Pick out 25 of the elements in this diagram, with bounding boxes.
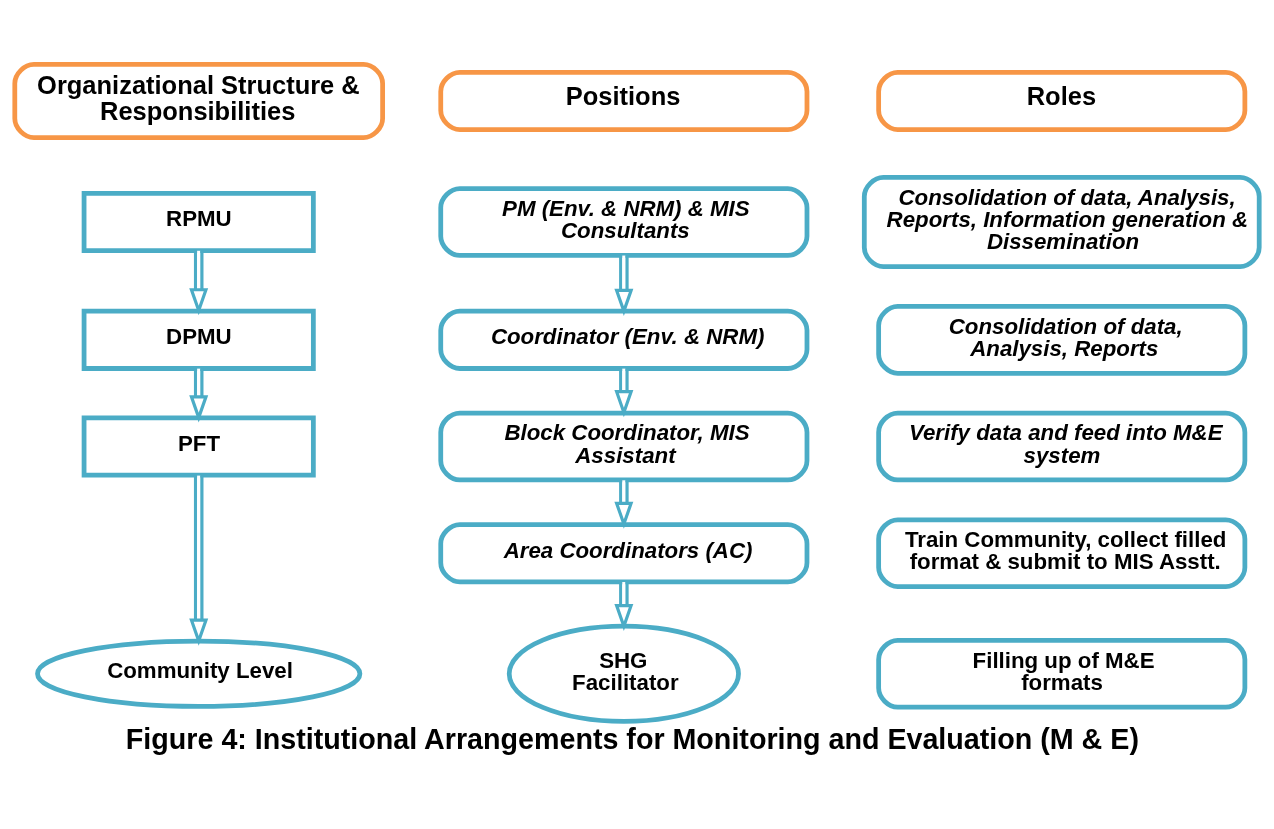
arrow [189, 368, 209, 422]
node-box: Block Coordinator, MIS Assistant [438, 410, 810, 482]
node-box: Organizational Structure & Responsibilities [12, 61, 385, 140]
node-box: Positions [438, 69, 810, 132]
node-ellipse: Community Level [35, 638, 363, 709]
node-box: Consolidation of data, Analysis, Reports, Information generation & Dissemination [861, 174, 1262, 269]
node-box: Train Community, collect filled format & submit to MIS Asstt. [876, 516, 1248, 589]
node-box: Coordinator (Env. & NRM) [438, 308, 810, 371]
arrow [614, 479, 634, 529]
arrow [189, 250, 209, 315]
arrow [614, 581, 634, 631]
arrow [614, 368, 634, 417]
node-box: Roles [876, 69, 1248, 132]
arrow [614, 255, 634, 316]
node-box: PM (Env. & NRM) & MIS Consultants [438, 185, 810, 258]
node-box: Area Coordinators (AC) [438, 521, 810, 584]
node-box: PFT [81, 415, 316, 478]
node-ellipse: SHG Facilitator [506, 623, 741, 724]
node-box: Filling up of M&E formats [876, 637, 1248, 710]
caption: Figure 4: Institutional Arrangements for Monitoring and Evaluation (M & E) [125, 722, 1139, 755]
node-box: Verify data and feed into M&E system [876, 410, 1248, 482]
node-box: DPMU [81, 308, 316, 371]
node-box: RPMU [81, 190, 316, 253]
arrow [189, 475, 209, 646]
node-box: Consolidation of data, Analysis, Reports [876, 303, 1248, 376]
